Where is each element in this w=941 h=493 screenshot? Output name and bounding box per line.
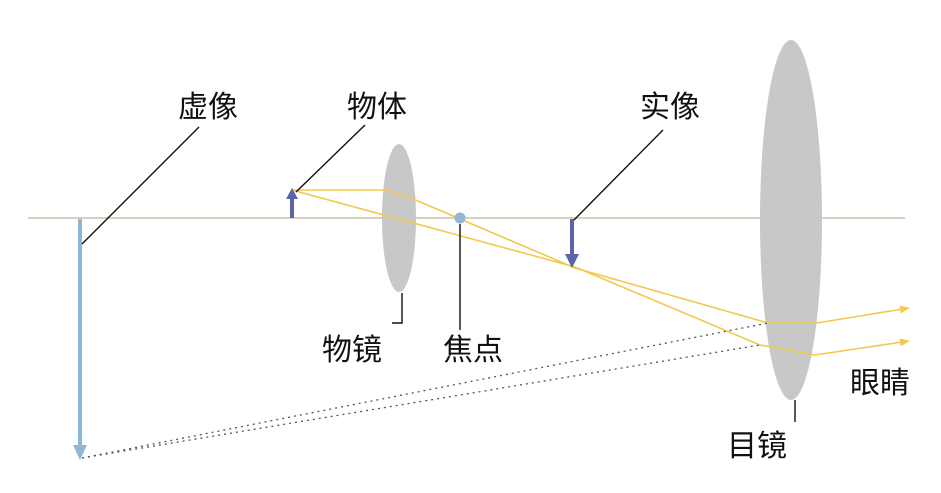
light-rays — [291, 189, 910, 356]
label-eyepiece: 目镜 — [727, 429, 787, 464]
virtual-image-arrow — [73, 219, 87, 460]
label-object: 物体 — [347, 90, 407, 125]
object-arrow — [286, 188, 298, 218]
leader-objective — [392, 293, 403, 324]
label-eye: 眼睛 — [850, 366, 910, 401]
dotted-trace-upper — [81, 322, 769, 459]
label-virtual-image: 虚像 — [178, 90, 238, 125]
label-objective: 物镜 — [322, 333, 382, 368]
eyepiece-lens — [760, 40, 822, 400]
real-image-arrow — [565, 219, 579, 268]
leader-object — [295, 124, 366, 193]
label-focal-point: 焦点 — [443, 333, 503, 368]
dotted-trace-lower — [81, 344, 761, 459]
leader-real-image — [573, 129, 664, 221]
objective-lens — [382, 144, 416, 292]
leader-virtual-image — [81, 126, 200, 245]
virtual-ray-traces — [81, 322, 769, 459]
ray-center — [291, 189, 910, 356]
focal-point-dot — [454, 212, 466, 224]
label-real-image: 实像 — [640, 90, 700, 125]
leader-lines — [81, 124, 796, 422]
ray-parallel — [292, 189, 910, 324]
